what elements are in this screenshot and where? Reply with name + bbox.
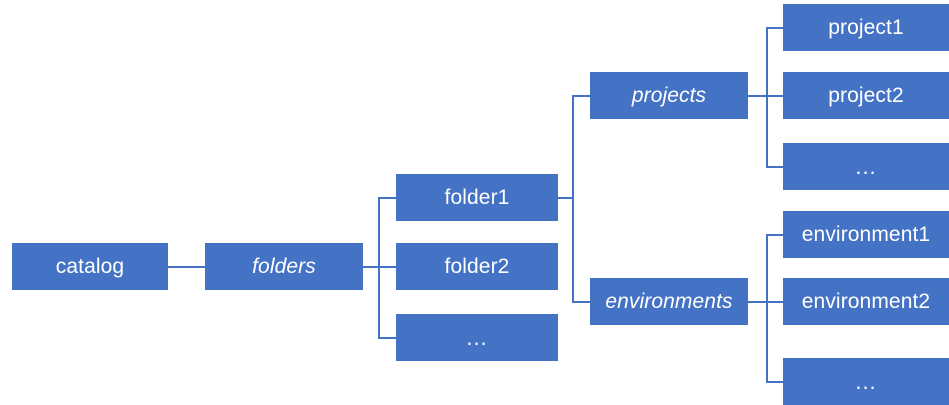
connector-projects-trunk [766,27,768,167]
connector-environments-to-more [766,381,784,383]
connector-folder1-stub [558,197,572,199]
connector-environments-to-environment2 [766,301,784,303]
node-folders-more[interactable]: ... [396,314,558,361]
node-projects-more[interactable]: ... [783,143,949,190]
connector-folders-to-folder2 [378,266,396,268]
connector-environments-to-environment1 [766,234,784,236]
connector-environments-trunk [766,234,768,382]
node-environments[interactable]: environments [590,278,748,325]
connector-folder1-trunk [572,95,574,302]
node-project1[interactable]: project1 [783,4,949,51]
connector-folders-to-more [378,337,396,339]
connector-projects-to-more [766,166,784,168]
connector-folders-trunk [378,197,380,339]
connector-projects-stub [748,95,766,97]
node-folder2[interactable]: folder2 [396,243,558,290]
node-catalog[interactable]: catalog [12,243,168,290]
connector-folder1-to-projects [572,95,590,97]
node-environment1[interactable]: environment1 [783,211,949,258]
connector-environments-stub [748,301,766,303]
connector-folders-stub [363,266,378,268]
node-folders[interactable]: folders [205,243,363,290]
connector-projects-to-project2 [766,95,784,97]
node-folder1[interactable]: folder1 [396,174,558,221]
connector-folders-to-folder1 [378,197,396,199]
connector-projects-to-project1 [766,27,784,29]
node-environments-more[interactable]: ... [783,358,949,405]
node-environment2[interactable]: environment2 [783,278,949,325]
connector-catalog-to-folders [168,266,205,268]
node-projects[interactable]: projects [590,72,748,119]
node-project2[interactable]: project2 [783,72,949,119]
connector-folder1-to-environments [572,301,590,303]
